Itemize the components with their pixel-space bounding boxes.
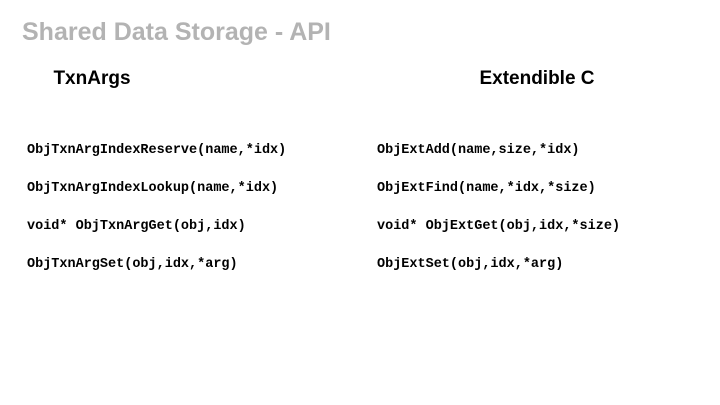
list-item: ObjExtSet(obj,idx,*arg) [377, 257, 564, 272]
list-item: ObjTxnArgIndexReserve(name,*idx) [27, 143, 287, 158]
api-columns: TxnArgs ObjTxnArgIndexReserve(name,*idx)… [0, 64, 720, 272]
list-item: void* ObjTxnArgGet(obj,idx) [27, 219, 246, 234]
list-item: void* ObjExtGet(obj,idx,*size) [377, 219, 621, 234]
list-item: ObjExtAdd(name,size,*idx) [377, 143, 580, 158]
list-item: ObjTxnArgSet(obj,idx,*arg) [27, 257, 238, 272]
column-extendible-c: Extendible C ObjExtAdd(name,size,*idx) O… [360, 64, 720, 272]
column-txnargs: TxnArgs ObjTxnArgIndexReserve(name,*idx)… [0, 64, 360, 272]
column-header-extendible-c: Extendible C [479, 68, 595, 89]
column-header-txnargs: TxnArgs [53, 68, 131, 89]
api-list-extendible-c: ObjExtAdd(name,size,*idx) ObjExtFind(nam… [360, 142, 720, 294]
api-list-txnargs: ObjTxnArgIndexReserve(name,*idx) ObjTxnA… [0, 142, 360, 294]
list-item: ObjExtFind(name,*idx,*size) [377, 181, 596, 196]
list-item: ObjTxnArgIndexLookup(name,*idx) [27, 181, 279, 196]
page-title: Shared Data Storage - API [22, 18, 331, 46]
